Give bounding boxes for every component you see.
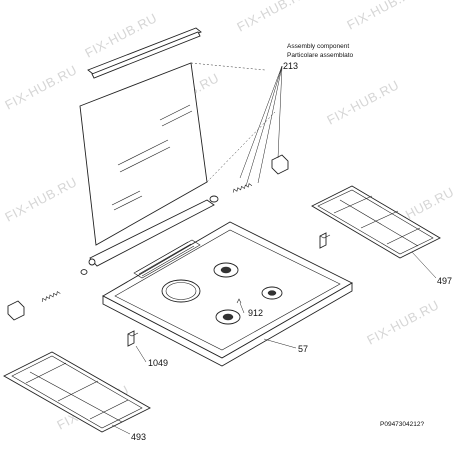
part-number-1049: 1049 — [148, 358, 168, 368]
assembly-dashed-guide — [190, 62, 276, 183]
hob-inner-panel — [114, 229, 341, 351]
bracket-flange — [319, 234, 331, 239]
burner-cap — [220, 266, 232, 274]
watermark: FIX-HUB.RU — [2, 174, 79, 225]
leader-497 — [411, 251, 437, 279]
particolare-assemblato-label: Particolare assemblato — [287, 52, 353, 59]
hinge-spring — [41, 291, 61, 302]
part-number-57: 57 — [298, 344, 308, 354]
hob-front-edge — [102, 282, 353, 367]
door-glass-assembly — [79, 27, 276, 246]
glass-reflection — [117, 139, 169, 166]
ignition-spark-plug — [236, 298, 242, 304]
burner-cap — [222, 313, 234, 321]
bracket-1049 — [127, 232, 331, 347]
hotplate-ring — [165, 282, 197, 300]
hotplate — [161, 279, 201, 303]
part-number-497: 497 — [437, 276, 452, 286]
glass-reflection — [161, 110, 193, 127]
trim-end-cap — [88, 258, 96, 266]
hinge-clip — [7, 300, 25, 321]
assembly-component-label: Assembly component — [287, 43, 349, 50]
leader-lines — [111, 65, 437, 435]
pan-support-inner — [317, 189, 434, 255]
glass-reflection — [113, 195, 143, 211]
door-bottom-trim — [80, 195, 219, 275]
hinge-clip — [271, 154, 289, 175]
glass-reflection — [119, 146, 171, 173]
part-number-493: 493 — [131, 432, 146, 442]
part-number-213: 213 — [283, 61, 298, 71]
bracket-flange — [127, 332, 139, 337]
part-number-912: 912 — [248, 308, 263, 318]
leader-213 — [239, 65, 283, 187]
drawing-code: P0947304212? — [380, 421, 424, 428]
door-top-handle — [87, 27, 202, 75]
watermark: FIX-HUB.RU — [2, 62, 79, 113]
pan-support-497 — [311, 185, 441, 259]
glass-reflection — [111, 190, 141, 206]
leader-1049 — [135, 345, 147, 363]
hinge-bushing — [209, 195, 219, 203]
watermark: FIX-HUB.RU — [344, 0, 421, 33]
pan-support-inner — [11, 355, 143, 429]
hinge-spring — [232, 183, 253, 193]
leader-57 — [263, 338, 297, 349]
pan-support-frame — [311, 185, 441, 259]
bracket — [319, 232, 327, 249]
hinge-parts — [7, 154, 289, 321]
watermark: FIX-HUB.RU — [364, 297, 441, 348]
pan-support-frame — [3, 351, 151, 433]
callout-labels: Assembly component Particolare assemblat… — [131, 43, 452, 442]
leader-493 — [111, 424, 131, 435]
pan-support-493 — [3, 351, 151, 433]
bracket — [127, 330, 135, 347]
pan-support-bars — [333, 195, 421, 247]
hinge-bushing — [80, 269, 88, 275]
watermark: FIX-HUB.RU — [324, 77, 401, 128]
knob-strip-ribs — [135, 241, 195, 277]
burner-cap — [267, 290, 277, 296]
leader-912 — [239, 302, 245, 314]
door-top-handle-rim — [91, 31, 201, 79]
glass-reflection — [159, 104, 191, 121]
watermark: FIX-HUB.RU — [234, 0, 311, 35]
hob-top-57 — [102, 221, 353, 367]
pan-support-bars — [25, 362, 129, 423]
